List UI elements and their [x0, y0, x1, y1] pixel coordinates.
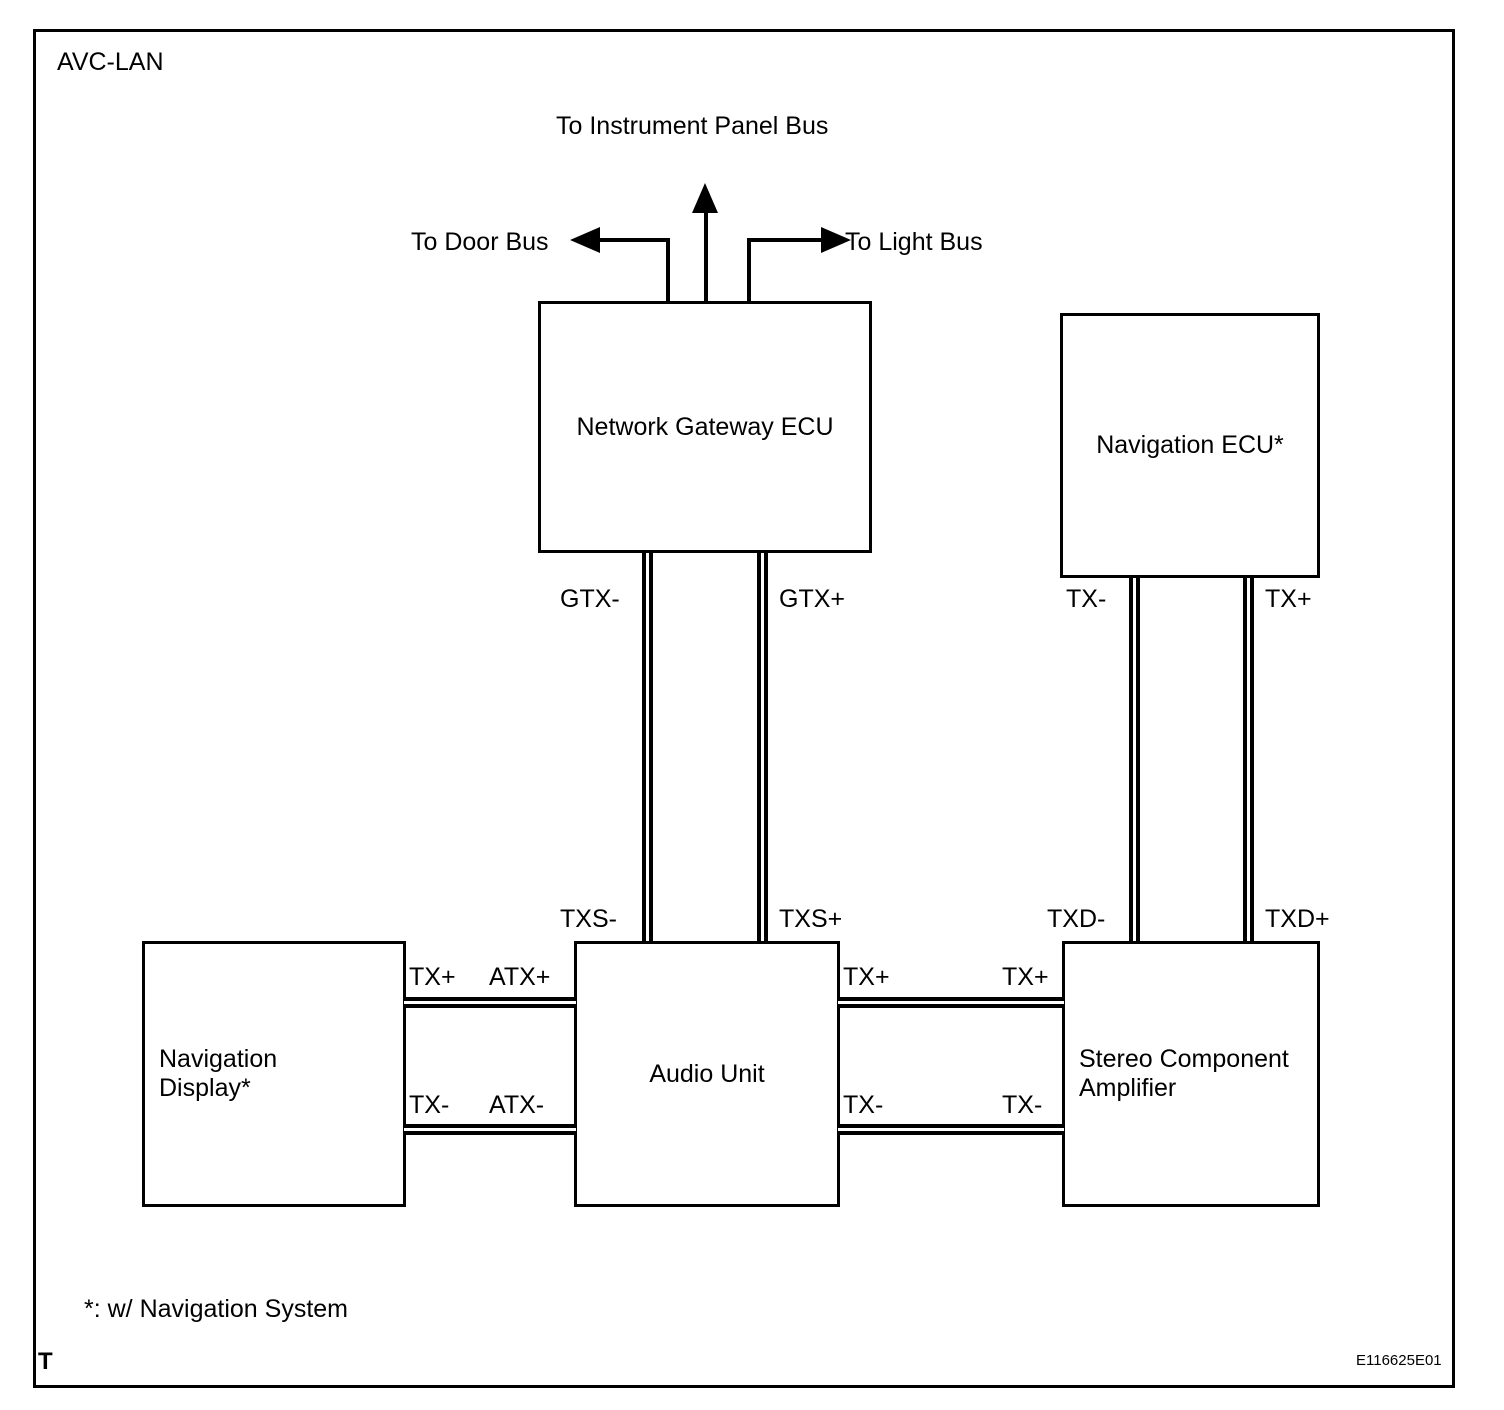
pin-label-nav-ecu-tx-plus: TX+: [1265, 585, 1312, 613]
bus-line-door-horizontal: [594, 238, 670, 242]
box-label-navigation-display-line1: Navigation: [159, 1045, 278, 1073]
bus-line-instrument-panel: [704, 196, 708, 303]
pin-label-navdisplay-tx-plus: TX+: [409, 963, 456, 991]
pin-label-txs-plus: TXS+: [779, 905, 843, 933]
bus-label-instrument-panel: To Instrument Panel Bus: [556, 112, 829, 140]
bus-line-door-vertical: [666, 238, 670, 303]
pin-label-amp-left-tx-plus: TX+: [1002, 963, 1049, 991]
wire-navecu-to-amp-right: [1243, 578, 1254, 943]
pin-label-txs-minus: TXS-: [560, 905, 617, 933]
pin-label-txd-plus: TXD+: [1265, 905, 1330, 933]
pin-label-gtx-minus: GTX-: [560, 585, 620, 613]
wire-gateway-to-audio-left: [642, 553, 653, 943]
wire-audio-to-amp-upper: [838, 997, 1064, 1008]
pin-label-nav-ecu-tx-minus: TX-: [1066, 585, 1107, 613]
wire-audio-to-amp-lower: [838, 1124, 1064, 1135]
bus-line-light-vertical: [747, 238, 751, 303]
box-network-gateway-ecu[interactable]: Network Gateway ECU: [538, 301, 872, 553]
box-label-amplifier-line1: Stereo Component: [1079, 1045, 1289, 1073]
pin-label-txd-minus: TXD-: [1047, 905, 1106, 933]
box-label-amplifier-line2: Amplifier: [1079, 1074, 1177, 1102]
pin-label-navdisplay-tx-minus: TX-: [409, 1091, 450, 1119]
bus-label-light: To Light Bus: [845, 228, 983, 256]
arrow-up-icon-instrument-panel: [692, 183, 718, 213]
footnote-navigation-system: *: w/ Navigation System: [84, 1295, 348, 1323]
corner-mark: T: [38, 1348, 53, 1375]
bus-label-door: To Door Bus: [411, 228, 549, 256]
arrow-right-icon-light: [821, 227, 851, 253]
pin-label-audio-atx-plus: ATX+: [489, 963, 551, 991]
wire-gateway-to-audio-right: [757, 553, 768, 943]
bus-line-light-horizontal: [749, 238, 825, 242]
figure-id: E116625E01: [1356, 1352, 1442, 1369]
box-label-navigation-ecu: Navigation ECU*: [1096, 431, 1284, 459]
box-label-navigation-display-line2: Display*: [159, 1074, 251, 1102]
pin-label-audio-right-tx-minus: TX-: [843, 1091, 884, 1119]
box-label-audio-unit: Audio Unit: [649, 1059, 765, 1088]
page-title: AVC-LAN: [57, 48, 164, 76]
pin-label-audio-right-tx-plus: TX+: [843, 963, 890, 991]
wire-navdisplay-to-audio-upper: [404, 997, 576, 1008]
arrow-left-icon-door: [570, 227, 600, 253]
pin-label-amp-left-tx-minus: TX-: [1002, 1091, 1043, 1119]
pin-label-audio-atx-minus: ATX-: [489, 1091, 545, 1119]
box-label-network-gateway-ecu: Network Gateway ECU: [576, 412, 834, 441]
box-audio-unit[interactable]: Audio Unit: [574, 941, 840, 1207]
wire-navecu-to-amp-left: [1129, 578, 1140, 943]
pin-label-gtx-plus: GTX+: [779, 585, 845, 613]
wire-navdisplay-to-audio-lower: [404, 1124, 576, 1135]
box-navigation-ecu[interactable]: Navigation ECU*: [1060, 313, 1320, 578]
